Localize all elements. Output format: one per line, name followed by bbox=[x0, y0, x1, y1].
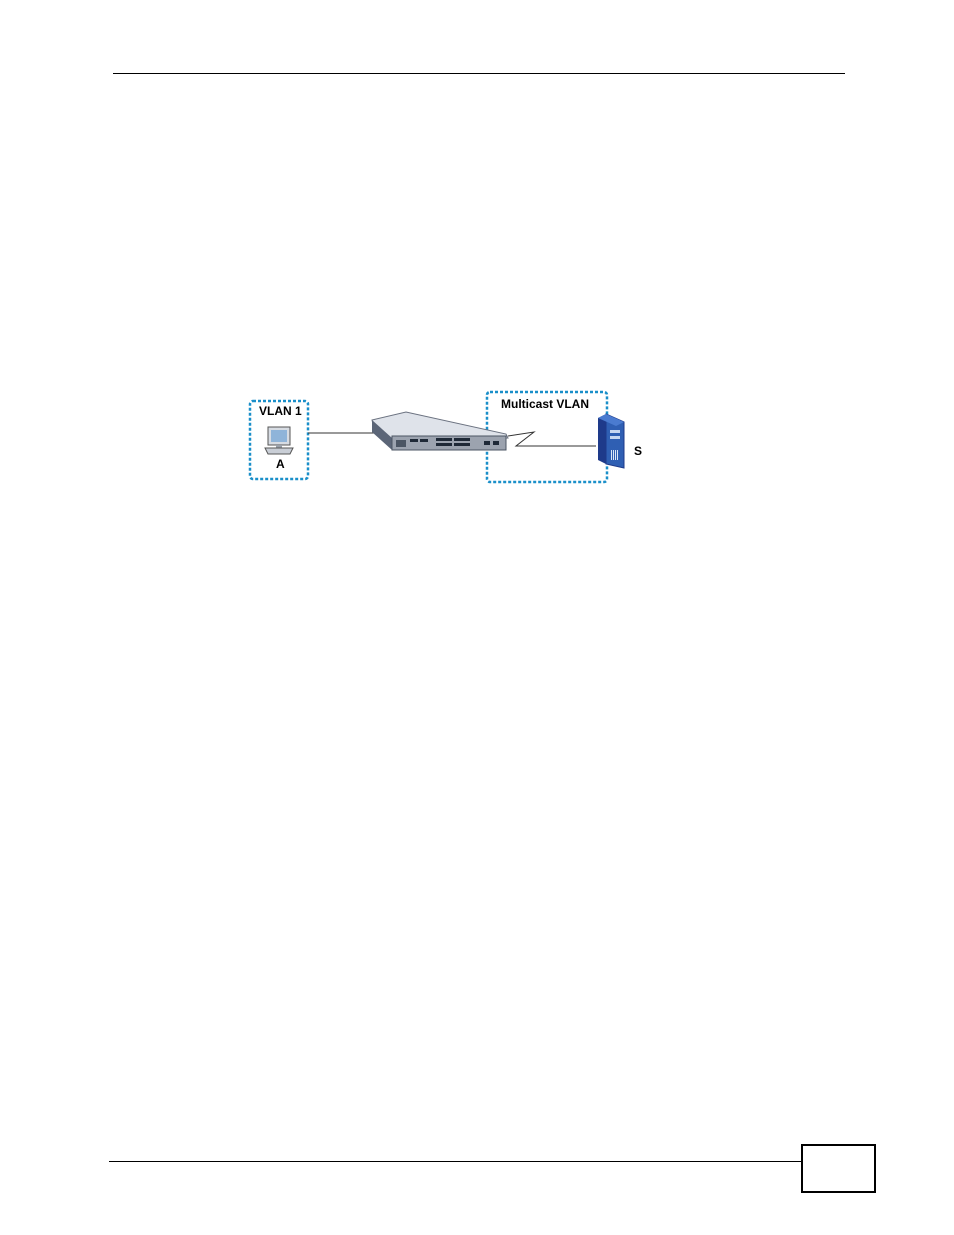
server-icon bbox=[598, 414, 624, 468]
server-label: S bbox=[634, 444, 642, 458]
host-label: A bbox=[276, 457, 285, 471]
footer-rule bbox=[109, 1161, 801, 1162]
page-number-box bbox=[801, 1144, 876, 1193]
multicast-vlan-label: Multicast VLAN bbox=[501, 397, 589, 411]
link-switch-server bbox=[508, 432, 596, 446]
network-diagram: VLAN 1 A Multicast VLAN bbox=[246, 388, 646, 486]
header-rule bbox=[113, 73, 845, 74]
vlan1-label: VLAN 1 bbox=[259, 404, 302, 418]
computer-icon bbox=[265, 427, 293, 454]
